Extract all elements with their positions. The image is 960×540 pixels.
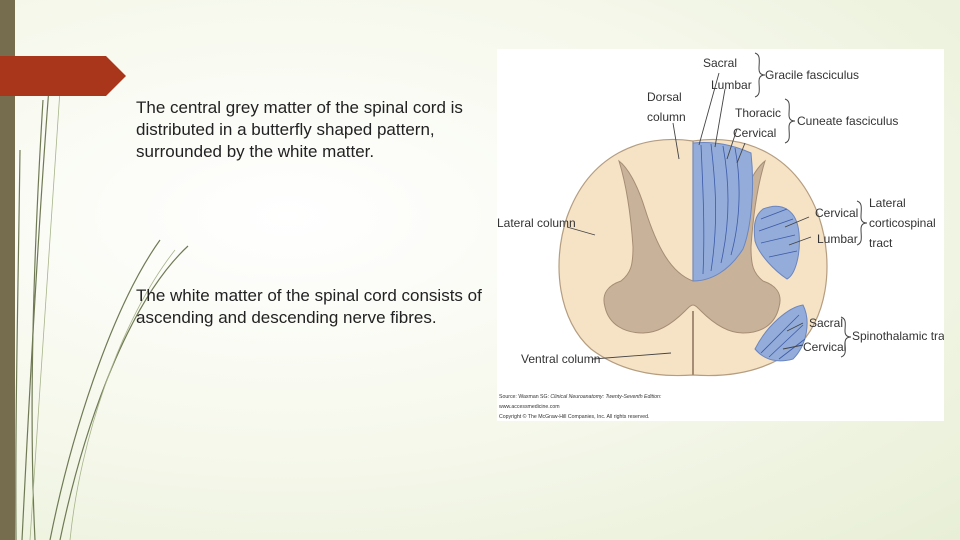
fasciculus-tract [692,142,754,282]
label-tract: tract [869,236,893,250]
label-column: column [647,110,686,124]
paragraph-grey-matter: The central grey matter of the spinal co… [136,98,463,161]
label-corticospinal: corticospinal [869,216,936,230]
spinal-cord-diagram: Sacral Lumbar Gracile fasciculus Dorsal … [497,52,944,420]
credit-copyright: Copyright © The McGraw-Hill Companies, I… [499,413,649,420]
label-cervical-mid: Cervical [815,206,858,220]
label-lumbar-top: Lumbar [711,78,752,92]
paragraph-white-matter: The white matter of the spinal cord cons… [136,286,482,327]
label-lateral: Lateral [869,196,906,210]
label-lateral-column: Lateral column [497,216,576,230]
label-sacral-top: Sacral [703,56,737,70]
label-ventral-column: Ventral column [521,352,600,366]
lateral-corticospinal-tract [753,205,800,280]
label-cervical-bottom: Cervical [803,340,846,354]
accent-tab [0,56,126,96]
label-gracile-fasciculus: Gracile fasciculus [765,68,859,82]
label-cervical-top: Cervical [733,126,776,140]
label-sacral-bottom: Sacral [809,316,843,330]
credit-url: www.accessmedicine.com [499,404,560,410]
spinal-cord-figure: Sacral Lumbar Gracile fasciculus Dorsal … [497,49,944,421]
decorative-lines [15,74,189,540]
left-sidebar-bar [0,0,15,540]
label-dorsal: Dorsal [647,90,682,104]
label-lumbar-mid: Lumbar [817,232,858,246]
grey-matter [603,159,781,334]
credit-source: Source: Waxman SG: Clinical Neuroanatomy… [499,394,662,400]
label-spinothalamic-tracts: Spinothalamic tracts [852,329,944,343]
label-thoracic: Thoracic [735,106,781,120]
label-cuneate-fasciculus: Cuneate fasciculus [797,114,898,128]
